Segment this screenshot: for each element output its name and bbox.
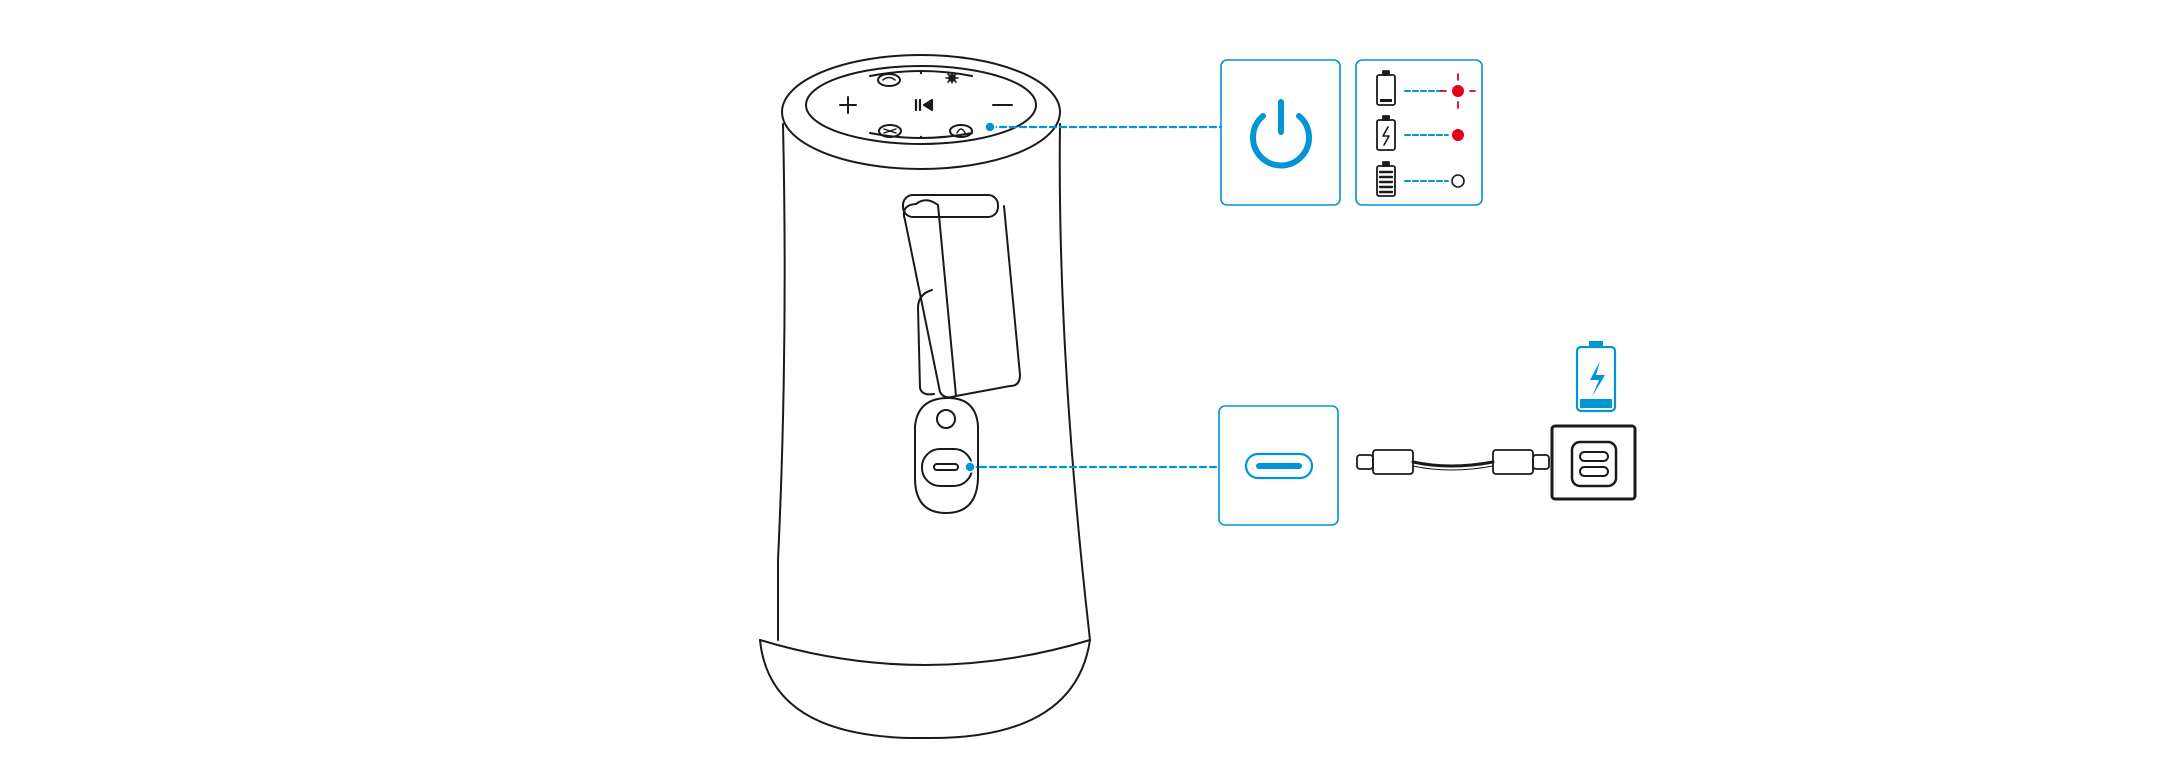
- usb-c-power-adapter: [1550, 424, 1637, 501]
- aux-port[interactable]: [936, 409, 956, 429]
- usb-c-port[interactable]: [933, 463, 959, 471]
- carry-strap[interactable]: [902, 194, 1021, 399]
- strap-behind: [917, 289, 935, 396]
- bluetooth-icon[interactable]: [878, 124, 902, 138]
- port-cover-outline: [914, 397, 979, 514]
- power-callout: [1220, 59, 1341, 206]
- red-flashing-led: [1440, 73, 1476, 109]
- usb-c-port-icon-tongue: [1256, 463, 1302, 469]
- cable-plug-right: [1492, 449, 1550, 475]
- battery-full-icon: [1376, 161, 1396, 197]
- strap-inner-edge: [915, 199, 957, 397]
- usb-c-port-icon: [1244, 452, 1314, 480]
- power-callout-box: [1220, 59, 1341, 206]
- control-button-row-top: [869, 70, 973, 77]
- battery-low-icon: [1376, 70, 1396, 106]
- speaker-base: [759, 639, 1091, 740]
- cable-wire-shadow: [1412, 465, 1494, 471]
- cable-wire: [1411, 460, 1495, 468]
- indicator-dot-bottom: [919, 135, 923, 139]
- battery-indicator-panel: [1355, 59, 1483, 206]
- adapter-port-2: [1579, 466, 1609, 477]
- speaker-body: [777, 123, 1091, 641]
- port-cover[interactable]: [914, 397, 979, 514]
- power-button[interactable]: [949, 124, 973, 138]
- speaker-top-rim: [781, 54, 1061, 170]
- usb-callout: [1218, 405, 1339, 526]
- adapter-port-1: [1579, 451, 1609, 462]
- usb-callout-box: [1218, 405, 1339, 526]
- speaker-base-seam: [759, 639, 1091, 666]
- battery-indicator-box: [1355, 59, 1483, 206]
- voice-assistant-icon[interactable]: [877, 73, 901, 87]
- adapter-face: [1570, 440, 1618, 488]
- adapter-body: [1550, 424, 1637, 501]
- control-panel[interactable]: [805, 65, 1037, 145]
- strap-slot: [902, 194, 999, 218]
- power-icon: [1250, 99, 1312, 169]
- speaker: [759, 54, 1091, 740]
- battery-charging-icon: [1376, 115, 1396, 151]
- play-pause-icon[interactable]: [914, 98, 934, 112]
- led-off: [1451, 174, 1465, 188]
- power-callout-anchor: [984, 121, 996, 133]
- usb-c-to-usb-c-cable: [1356, 449, 1550, 475]
- volume-up-icon[interactable]: [839, 96, 857, 114]
- usb-callout-anchor: [964, 461, 976, 473]
- cable-plug-left: [1356, 449, 1414, 475]
- callout-leaders: [968, 125, 1223, 469]
- charging-icon: [1575, 341, 1617, 413]
- strap-loop: [902, 203, 1021, 399]
- red-solid-led: [1452, 129, 1464, 141]
- indicator-dot-top: [919, 71, 923, 75]
- light-icon[interactable]: [945, 72, 959, 84]
